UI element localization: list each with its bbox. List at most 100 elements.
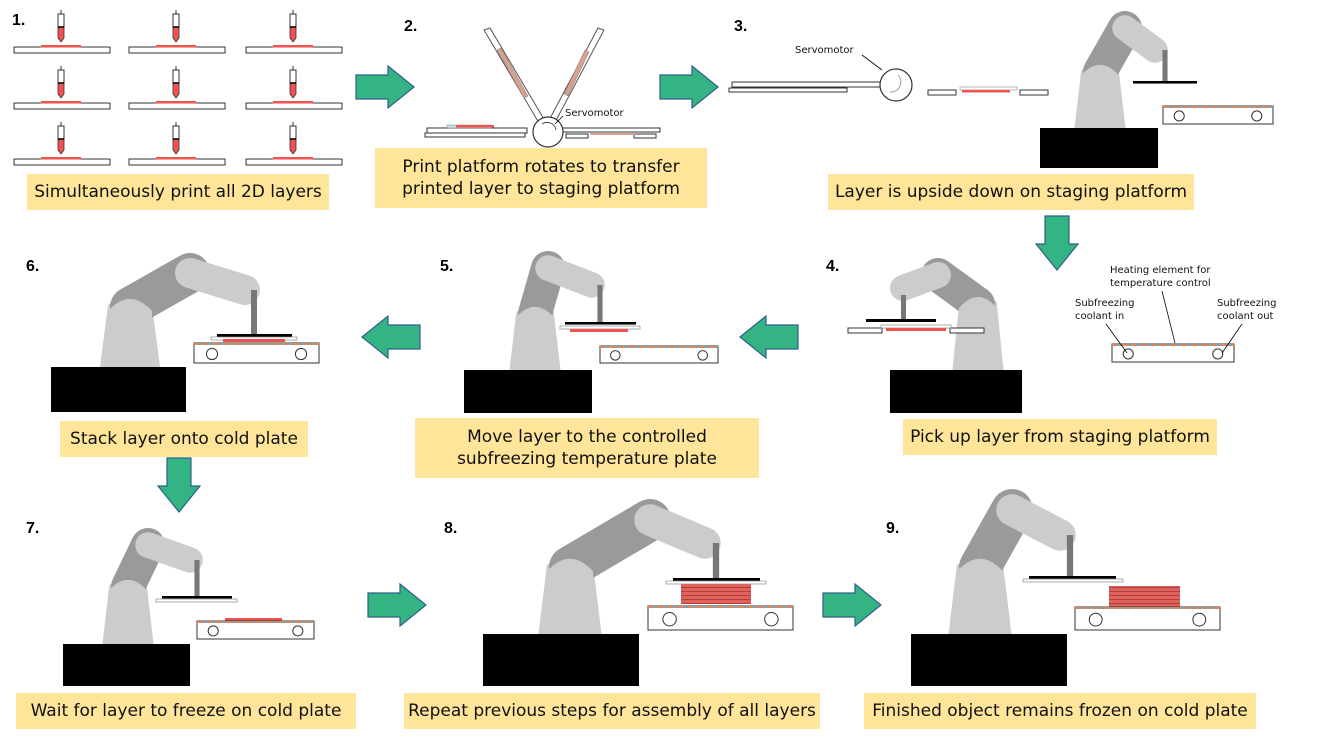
printed-layer — [273, 101, 313, 104]
step-3-robot — [1040, 11, 1197, 168]
print-platform — [245, 158, 343, 166]
robot-shoulder — [516, 306, 554, 338]
syringe-barrel — [57, 13, 65, 29]
coolant-inlet-icon — [205, 347, 219, 361]
step-4-cold-plate — [1111, 343, 1235, 363]
step-7-cold-plate — [196, 620, 315, 640]
printed-layer — [456, 125, 494, 128]
syringe-barrel — [57, 125, 65, 141]
carrier-plate — [155, 598, 238, 603]
syringe-ink-icon — [57, 82, 65, 99]
printed-layer — [273, 45, 313, 48]
syringe-ink-icon — [57, 26, 65, 43]
syringe-barrel — [289, 125, 297, 141]
robot-wrist — [901, 295, 906, 320]
coolant-out-leader — [1221, 323, 1243, 354]
print-platform-lower — [728, 87, 848, 93]
robot-shoulder — [546, 558, 594, 597]
printed-layer — [41, 157, 81, 160]
print-platform-base-lower — [424, 132, 526, 138]
step-4-robot — [866, 258, 1022, 413]
annotation-leaders — [1105, 290, 1243, 354]
step-2-caption: Print platform rotates to transfer print… — [375, 148, 707, 208]
step-8-caption: Repeat previous steps for assembly of al… — [404, 693, 820, 729]
print-station — [128, 10, 226, 54]
step-1-caption: Simultaneously print all 2D layers — [27, 174, 329, 210]
robot-gripper — [866, 319, 936, 322]
step-7-caption: Wait for layer to freeze on cold plate — [16, 693, 356, 729]
step-3-caption: Layer is upside down on staging platform — [828, 174, 1194, 210]
step-9-caption: Finished object remains frozen on cold p… — [864, 693, 1256, 729]
robot-shoulder — [959, 297, 997, 328]
robot-forearm — [1112, 15, 1168, 63]
syringe-ink-icon — [172, 26, 180, 43]
printed-layer — [156, 45, 196, 48]
robot-gripper — [217, 334, 292, 337]
freezing-layer — [225, 618, 282, 621]
print-station — [128, 66, 226, 110]
robot-wrist — [1066, 535, 1074, 576]
print-platform — [245, 102, 343, 110]
coolant-in-leader — [1105, 323, 1128, 354]
servomotor-label-step2: Servomotor — [565, 108, 624, 119]
syringe-barrel — [289, 69, 297, 85]
staging-layer — [590, 133, 635, 135]
syringe-ink-icon — [172, 138, 180, 155]
coolant-inlet-icon — [662, 611, 677, 627]
robot-forearm — [996, 494, 1076, 551]
step-number-5: 5. — [440, 258, 454, 275]
robot-wrist — [1162, 50, 1168, 82]
print-station — [245, 10, 343, 54]
tilted-layer-left — [496, 47, 529, 99]
coolant-outlet-icon — [292, 625, 304, 637]
robot-shoulder — [956, 558, 1004, 597]
step-5-cold-plate — [599, 345, 719, 364]
rotation-arrow-icon — [541, 122, 557, 131]
step-6-caption: Stack layer onto cold plate — [60, 421, 308, 457]
print-platform — [128, 46, 226, 54]
step-6-robot — [51, 253, 292, 412]
tilted-layer-right — [563, 49, 590, 97]
robot-base — [911, 634, 1067, 686]
step-7-robot — [63, 528, 232, 686]
robot-wrist — [597, 285, 603, 322]
carried-layer — [570, 329, 628, 332]
syringe-barrel — [57, 69, 65, 85]
flow-arrows — [156, 64, 1080, 628]
robot-forearm — [135, 532, 203, 573]
print-station — [245, 122, 343, 166]
step-6-cold-plate — [193, 342, 320, 364]
coolant-outlet-icon — [294, 347, 308, 361]
print-platform-base — [426, 127, 528, 134]
robot-base — [63, 644, 190, 686]
syringe-ink-icon — [289, 26, 297, 43]
staging-support-right — [633, 133, 657, 139]
coolant-outlet-icon — [697, 350, 708, 361]
coolant-out-label: Subfreezing coolant out — [1217, 298, 1277, 322]
coolant-outlet-icon — [1192, 612, 1207, 627]
coolant-in-label: Subfreezing coolant in — [1075, 298, 1135, 322]
servomotor-leader — [861, 54, 883, 71]
step-3-cold-plate — [1162, 105, 1274, 125]
staging-support-left — [927, 89, 957, 96]
print-platform — [128, 102, 226, 110]
robot-wrist — [251, 290, 257, 334]
carrier-plate — [665, 580, 767, 585]
robot-forearm — [535, 255, 605, 298]
coolant-outlet-icon — [1212, 348, 1224, 360]
coolant-inlet-icon — [1088, 612, 1103, 627]
print-platform — [128, 158, 226, 166]
print-station — [13, 122, 111, 166]
robot-gripper — [162, 596, 232, 599]
robot-base — [1040, 128, 1158, 168]
robot-base — [890, 370, 1022, 413]
coolant-inlet-icon — [610, 350, 621, 361]
staging-support-right — [949, 327, 985, 334]
step-1-illustration — [13, 10, 343, 166]
carrier-plate — [1022, 578, 1124, 583]
robot-shoulder — [108, 299, 152, 335]
syringe-ink-icon — [172, 82, 180, 99]
print-station — [245, 66, 343, 110]
arrow-6-to-7-down — [156, 457, 202, 513]
robot-gripper — [565, 322, 636, 325]
